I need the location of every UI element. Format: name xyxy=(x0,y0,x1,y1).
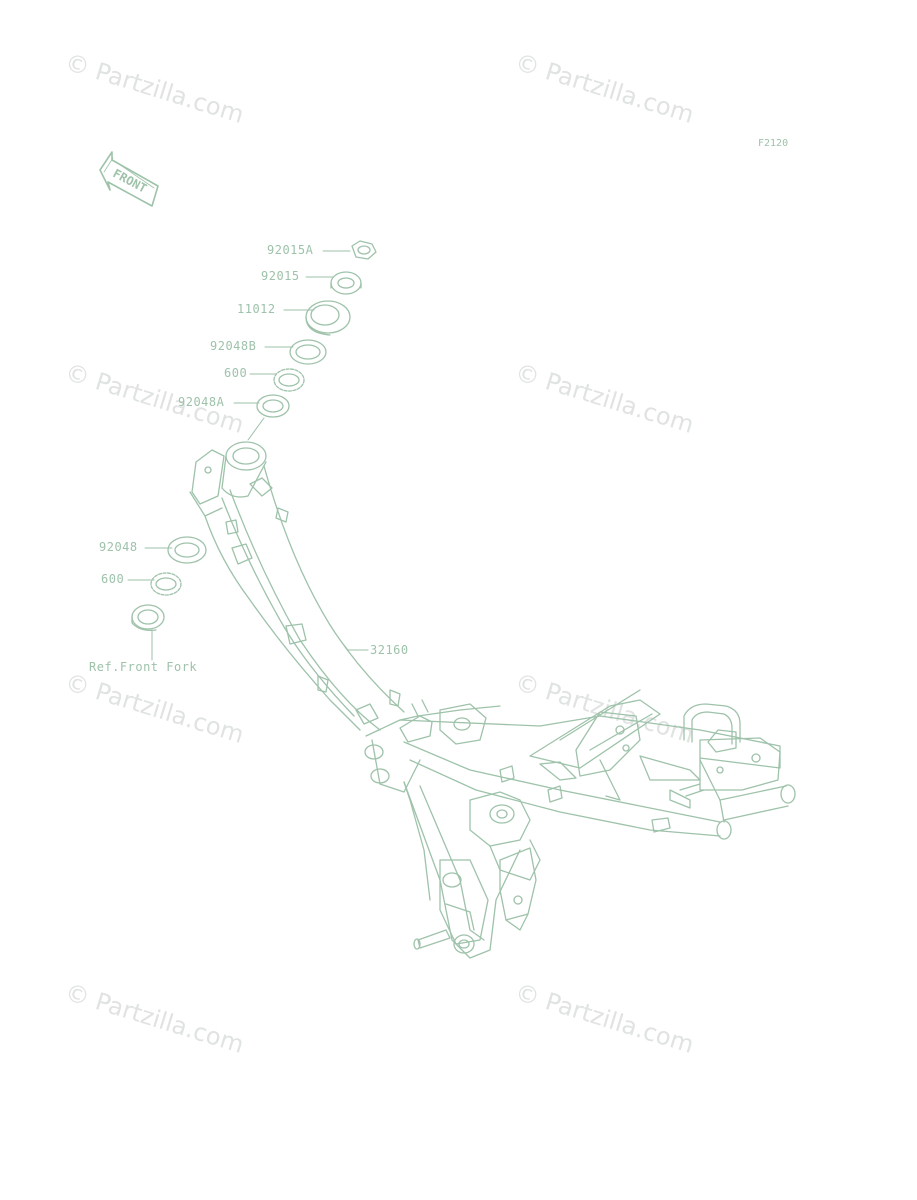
part-label-92015[interactable]: 92015 xyxy=(261,269,300,283)
bearing-600-bottom xyxy=(150,572,182,596)
front-fork-seal xyxy=(131,604,165,631)
nut-92015a xyxy=(351,240,377,260)
frame-32160 xyxy=(189,441,796,959)
part-label-92048b[interactable]: 92048B xyxy=(210,339,257,353)
part-label-92015a[interactable]: 92015A xyxy=(267,243,314,257)
cap-11012 xyxy=(305,300,351,336)
race-92048b xyxy=(289,339,327,365)
part-label-92048[interactable]: 92048 xyxy=(99,540,138,554)
nut-92015 xyxy=(330,271,362,295)
ref-front-fork-label[interactable]: Ref.Front Fork xyxy=(89,660,198,674)
part-label-600-top[interactable]: 600 xyxy=(224,366,248,380)
race-92048 xyxy=(167,536,207,564)
part-label-600-bottom[interactable]: 600 xyxy=(101,572,125,586)
diagram-code: F2120 xyxy=(758,138,789,149)
bearing-600-top xyxy=(273,368,305,392)
part-label-92048a[interactable]: 92048A xyxy=(178,395,225,409)
steering-parts xyxy=(131,240,377,631)
part-label-11012[interactable]: 11012 xyxy=(237,302,276,316)
race-92048a xyxy=(256,394,290,418)
part-label-32160[interactable]: 32160 xyxy=(370,643,409,657)
front-arrow-icon: FRONT xyxy=(99,151,159,207)
